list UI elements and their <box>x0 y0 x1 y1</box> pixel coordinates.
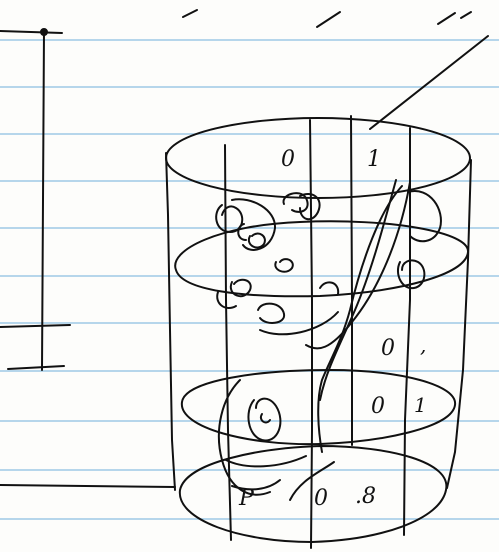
scale-tick-top <box>0 31 62 33</box>
label-mid-right-upper: 0 <box>381 336 395 361</box>
scale-tick-bottom <box>0 485 175 487</box>
scale-tick <box>0 325 70 327</box>
scribble-loop <box>248 399 280 441</box>
scale-tick <box>8 366 64 369</box>
scribble-loop <box>226 456 306 466</box>
label-bottom-right: .8 <box>355 484 376 509</box>
inner-line <box>351 116 352 445</box>
scribble-loop <box>249 234 265 248</box>
label-top-left: 0 <box>281 147 295 172</box>
label-mid-right-upper-b: , <box>420 333 426 357</box>
cylinder-side-right <box>447 160 471 488</box>
label-mid-right-lower-b: 1 <box>414 393 427 417</box>
scribble-loop <box>408 191 441 241</box>
scribble-loop <box>320 282 338 294</box>
header-dash <box>438 13 455 24</box>
scale-bar <box>42 30 44 370</box>
pointer-line <box>370 36 488 129</box>
header-dash <box>461 12 471 18</box>
inner-line <box>310 120 312 548</box>
label-bottom-mid: 0 <box>314 486 328 511</box>
label-mid-right-lower: 0 <box>371 394 385 419</box>
cylinder-side-left <box>166 153 175 490</box>
scribble-loop <box>283 193 307 212</box>
header-dash <box>183 10 197 17</box>
label-bottom-left: P <box>238 486 255 511</box>
header-dash <box>317 12 340 27</box>
top-ellipse <box>166 118 470 198</box>
strand <box>306 182 410 348</box>
scribble-loop <box>261 414 270 422</box>
scribble-loop <box>238 224 246 240</box>
scribble-loop <box>275 259 293 272</box>
label-top-right: 1 <box>367 147 381 172</box>
inner-line <box>225 145 231 540</box>
scribble-loop <box>258 304 284 323</box>
